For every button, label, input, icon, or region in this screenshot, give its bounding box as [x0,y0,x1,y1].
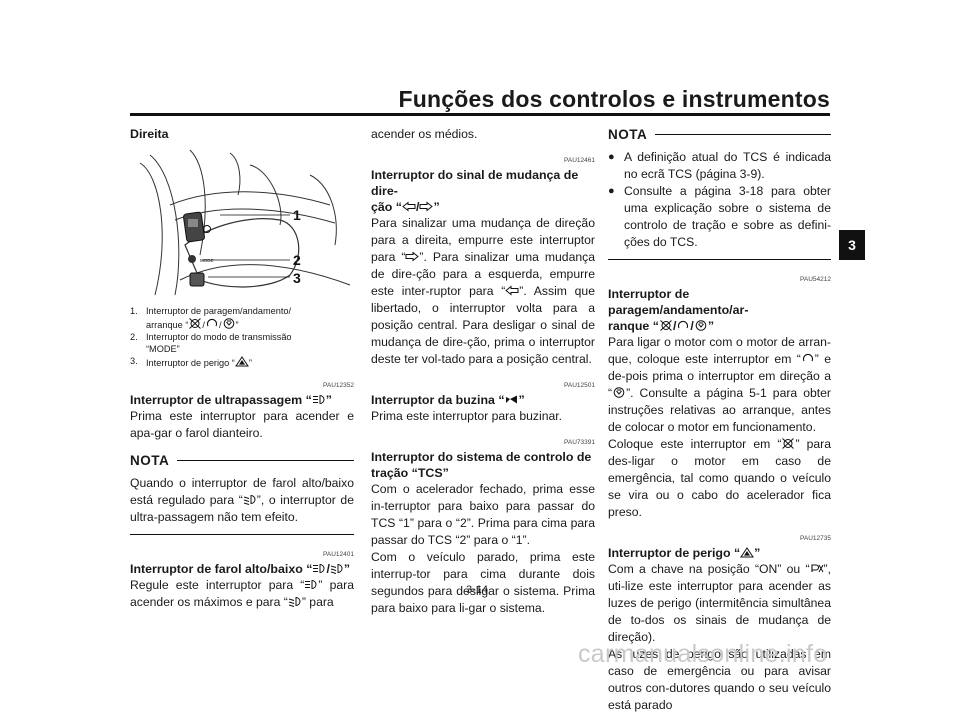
turn-right-icon [405,251,419,262]
bullet-icon: ● [608,185,615,197]
column-2: acender os médios. PAU12461 Interruptor … [371,126,595,617]
start-icon [612,387,626,398]
nota-text: Quando o interruptor de farol alto/baixo… [130,475,354,524]
paragraph: Coloque este interruptor em “” para des-… [608,437,832,519]
reference-code: PAU73391 [564,439,595,446]
hazard-icon [740,547,754,558]
low-beam-icon [288,596,302,607]
run-icon [676,320,690,331]
paragraph: Prima este interruptor para acender e ap… [130,408,354,440]
reference-code: PAU12401 [323,550,354,558]
turn-right-icon [419,201,433,212]
reference-code: PAU12352 [323,381,354,389]
figure-caption: 1. Interruptor de paragem/andamento/arra… [130,306,354,370]
paragraph: Para ligar o motor com o motor de arran-… [608,335,831,434]
handlebar-illustration: MODE 1 2 3 [139,149,351,296]
stop-icon [188,318,202,329]
caption-item: 2. Interruptor do modo de transmissão“MO… [130,332,292,354]
paragraph: Com o acelerador fechado, prima esse in-… [371,482,595,547]
heading-horn: Interruptor da buzina “” [371,393,525,407]
paragraph: Com o veículo parado, prima este interru… [371,550,595,615]
heading-turn-signal: Interruptor do sinal de mudança de dire-… [371,168,579,214]
turn-left-icon [505,285,519,296]
callout-1: 1 [293,207,301,223]
callout-2: 2 [293,252,301,268]
low-beam-icon [330,563,344,574]
heading-hazard: Interruptor de perigo “” [608,546,761,560]
heading-pass-switch: Interruptor de ultrapassagem “” [130,392,332,407]
paragraph: Prima este interruptor para buzinar. [371,409,563,423]
page-header-title: Funções dos controlos e instrumentos [398,86,830,112]
watermark-text: carmanualsonline.info [578,640,828,668]
page-number: 3-14 [466,584,489,596]
mode-switch-label: MODE [200,258,214,263]
nota-header: NOTA [608,126,831,143]
high-beam-icon [312,563,326,574]
caption-item: 1. Interruptor de paragem/andamento/arra… [130,306,292,330]
handlebar-switch-figure: MODE 1 2 3 [130,145,354,300]
nota-end-rule [130,533,354,535]
paragraph: Para sinalizar uma mudança de direção pa… [371,216,596,366]
column-3: NOTA ●A definição atual do TCS é indicad… [608,126,831,714]
column-1: Direita MODE 1 [130,126,354,611]
caption-item: 3. Interruptor de perigo “” [130,356,252,368]
nota-header: NOTA [130,452,354,469]
high-beam-icon [304,579,318,590]
hazard-icon [235,356,249,367]
heading-engine-stop: Interruptor de paragem/andamento/ar-ranq… [608,287,749,333]
run-icon [801,353,815,364]
high-beam-icon [312,394,326,405]
reference-code: PAU12461 [564,157,595,164]
paragraph: acender os médios. [371,127,478,141]
stop-icon [781,438,795,449]
nota-bullet: ●A definição atual do TCS é indicada no … [608,150,831,181]
turn-left-icon [402,201,416,212]
reference-code: PAU12501 [564,382,595,389]
bullet-icon: ● [608,151,615,163]
nota-bullet: ●Consulte a página 3-18 para obter uma e… [608,184,831,249]
parking-icon [810,563,824,574]
chapter-tab: 3 [839,230,865,260]
run-icon [205,318,219,329]
callout-3: 3 [293,270,301,286]
horn-icon [505,394,519,405]
low-beam-icon [243,494,257,505]
reference-code: PAU12735 [800,535,831,542]
nota-end-rule [608,259,831,260]
start-icon [222,318,236,329]
section-heading-direita: Direita [130,127,169,141]
paragraph: Com a chave na posição “ON” ou “”, uti-l… [608,562,831,644]
heading-dimmer-switch: Interruptor de farol alto/baixo “/” [130,561,351,576]
stop-icon [659,320,673,331]
start-icon [694,320,708,331]
reference-code: PAU54212 [800,276,831,283]
paragraph: Regule este interruptor para “” para ace… [130,577,355,609]
header-rule [130,113,830,116]
